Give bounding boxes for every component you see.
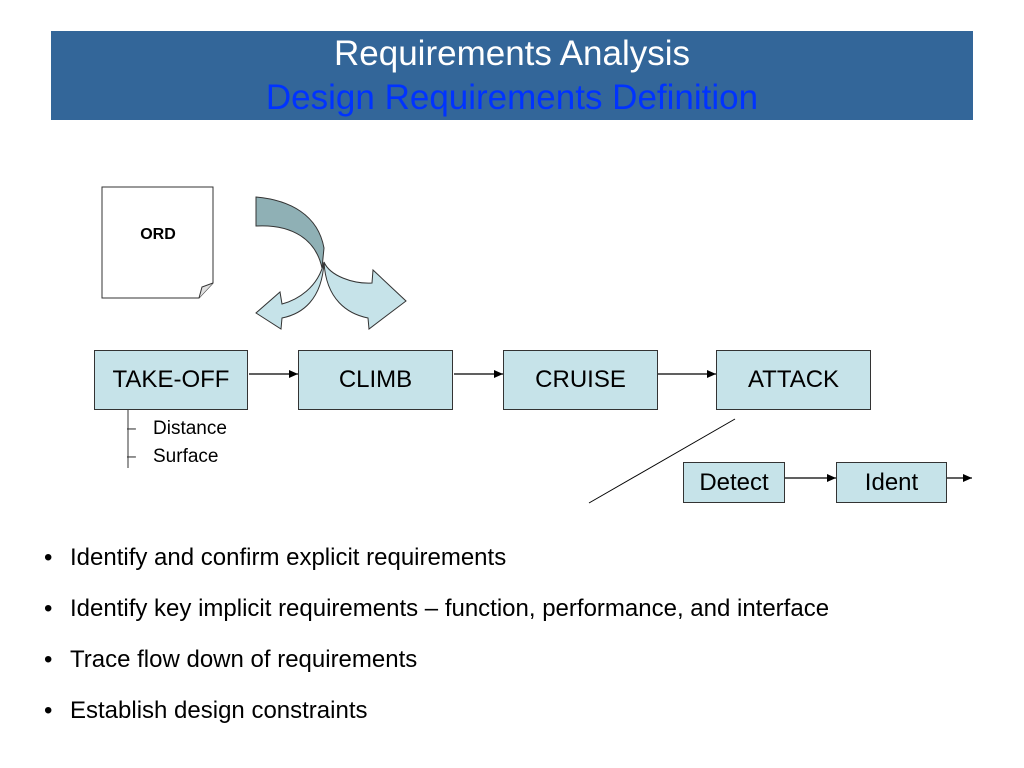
phase-takeoff-box: TAKE-OFF [94,350,248,410]
arrowhead-takeoff-climb [289,370,298,378]
attack-detect-box: Detect [683,462,785,503]
title-bar: Requirements Analysis Design Requirement… [51,31,973,120]
phase-attack-box: ATTACK [716,350,871,410]
split-arrow-top-band [255,196,325,269]
bullet-marker: • [44,595,53,622]
bullet-text: Identify and confirm explicit requiremen… [70,544,507,571]
split-arrow-right-icon [323,261,407,330]
phase-climb-box: CLIMB [298,350,453,410]
ord-label: ORD [140,226,176,243]
takeoff-detail-item: – Surface [127,443,227,471]
page-subtitle: Design Requirements Definition [265,78,759,117]
bullet-item: • Trace flow down of requirements [44,646,829,697]
bullet-item: • Establish design constraints [44,697,829,748]
phase-cruise-box: CRUISE [503,350,658,410]
split-arrow-left-icon [255,261,325,330]
bullet-item: • Identify and confirm explicit requirem… [44,544,829,595]
bullet-text: Trace flow down of requirements [70,646,418,673]
bullet-item: • Identify key implicit requirements – f… [44,595,829,646]
arrowhead-ident-out [963,474,972,482]
takeoff-detail-item: – Distance [127,415,227,443]
bullet-marker: • [44,646,53,673]
arrowhead-cruise-attack [707,370,716,378]
bullet-marker: • [44,697,53,724]
dash-marker: – [127,420,136,437]
page-title: Requirements Analysis [334,34,690,73]
arrowhead-climb-cruise [494,370,503,378]
ord-fold-corner [198,282,214,299]
bullet-text: Establish design constraints [70,697,368,724]
takeoff-detail-distance: Distance [153,418,227,439]
bullet-list: • Identify and confirm explicit requirem… [44,544,829,748]
arrowhead-detect-ident [827,474,836,482]
attack-ident-box: Ident [836,462,947,503]
takeoff-detail-list: – Distance – Surface [127,415,227,471]
bullet-marker: • [44,544,53,571]
attack-expansion-line [588,418,736,504]
dash-marker: – [127,448,136,465]
takeoff-detail-surface: Surface [153,446,219,467]
bullet-text: Identify key implicit requirements – fun… [70,595,830,622]
